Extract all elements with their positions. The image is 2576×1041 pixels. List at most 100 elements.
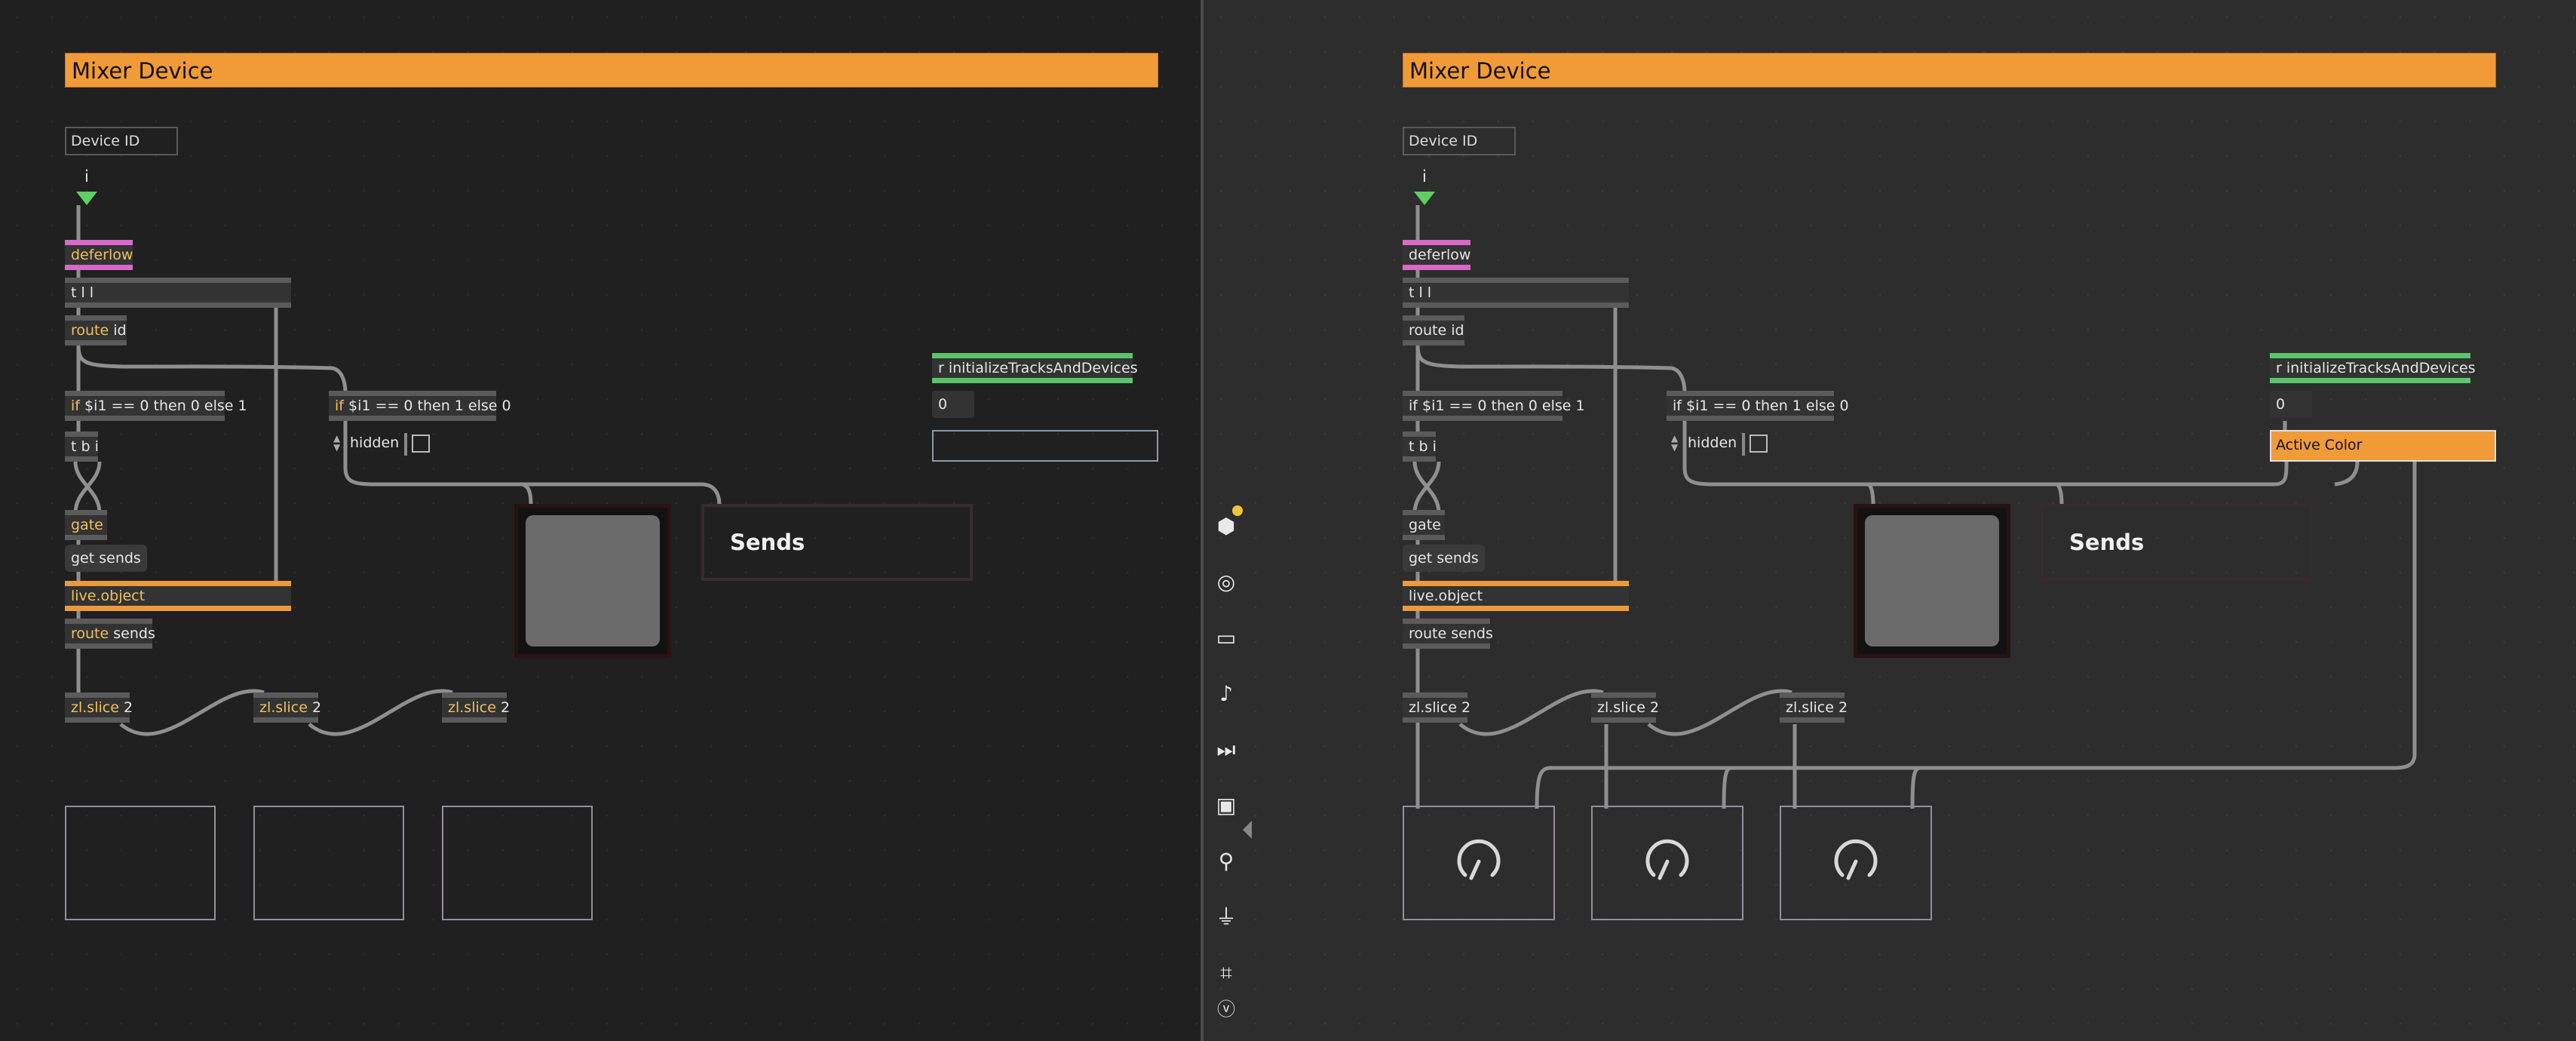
zl-slice-object-3[interactable]: zl.slice 2: [442, 692, 511, 723]
live-object[interactable]: live.object: [65, 581, 291, 611]
route-sends-object[interactable]: route sends: [65, 619, 155, 649]
info-icon[interactable]: ⓥ: [1217, 999, 1235, 1020]
trigger-ll-object[interactable]: t l l: [1403, 278, 1629, 308]
dial-placeholder-2[interactable]: [253, 806, 404, 920]
live-object[interactable]: live.object: [1403, 581, 1629, 611]
dial-placeholder-3[interactable]: [442, 806, 593, 920]
cord: [308, 689, 453, 736]
cord: [1647, 689, 1792, 736]
dial-knob-icon[interactable]: [1455, 837, 1503, 886]
send-dial-1[interactable]: [1403, 806, 1555, 920]
zl-arg: 2: [123, 699, 133, 716]
if-left-object[interactable]: if $i1 == 0 then 0 else 1: [65, 391, 247, 421]
cord: [2055, 482, 2064, 506]
get-sends-message[interactable]: get sends: [65, 545, 147, 572]
tab-arrows-icon: ▲▼: [1671, 433, 1679, 453]
route-keyword: route: [1409, 625, 1447, 642]
deferlow-text: deferlow: [1409, 247, 1471, 263]
zl-keyword: zl.slice: [1786, 699, 1834, 716]
hidden-toggle[interactable]: [1750, 435, 1768, 453]
receive-object[interactable]: r initializeTracksAndDevices: [2270, 353, 2476, 383]
zl-slice-object-2[interactable]: zl.slice 2: [1591, 692, 1660, 723]
sends-label-box[interactable]: Sends: [701, 504, 973, 581]
route-keyword: route: [71, 625, 109, 642]
dial-knob-icon[interactable]: [1832, 837, 1880, 886]
image-icon[interactable]: ▣: [1216, 793, 1237, 818]
tab-divider: [1742, 433, 1745, 456]
inlet-label: i: [84, 167, 89, 186]
background-panel[interactable]: [1854, 504, 2010, 658]
cord: [119, 689, 265, 736]
live-object-text: live.object: [71, 588, 146, 604]
gate-object[interactable]: gate: [1403, 510, 1445, 540]
trigger-ll-text: t l l: [1409, 284, 1432, 301]
patcher-sidebar: ⬢ ◎ ▭ ♪ ⏭ ▣ ⚲ ⏚ ⌗ ⓥ: [1204, 490, 1249, 1020]
zl-arg: 2: [1461, 699, 1471, 716]
background-panel[interactable]: [514, 504, 671, 658]
route-sends-object[interactable]: route sends: [1403, 619, 1493, 649]
zl-slice-object-2[interactable]: zl.slice 2: [253, 692, 321, 723]
deferlow-object[interactable]: deferlow: [65, 240, 133, 270]
inlet-arrow-icon[interactable]: [76, 192, 97, 205]
header-title: Mixer Device: [65, 53, 1158, 88]
deferlow-object[interactable]: deferlow: [1403, 240, 1470, 270]
cord: [76, 345, 348, 393]
sends-label-box[interactable]: Sends: [2041, 504, 2312, 581]
zl-slice-object-1[interactable]: zl.slice 2: [1403, 692, 1471, 723]
dial-knob-icon[interactable]: [1643, 837, 1691, 886]
zl-slice-object-3[interactable]: zl.slice 2: [1780, 692, 1848, 723]
target-icon[interactable]: ◎: [1216, 570, 1236, 594]
zl-keyword: zl.slice: [1597, 699, 1645, 716]
cord: [1910, 766, 1921, 809]
zl-arg: 2: [500, 699, 511, 716]
active-color-chooser[interactable]: Active Color: [2270, 430, 2496, 462]
trigger-bi-text: t b i: [1409, 438, 1437, 455]
inlet-arrow-icon[interactable]: [1414, 192, 1435, 205]
receive-object[interactable]: r initializeTracksAndDevices: [932, 353, 1138, 383]
if-right-object[interactable]: if $i1 == 0 then 1 else 0: [1667, 391, 1849, 421]
panel-fill: [526, 515, 660, 646]
header-title: Mixer Device: [1403, 53, 2496, 88]
step-forward-icon[interactable]: ⏭: [1216, 737, 1236, 762]
number-box[interactable]: 0: [2270, 391, 2312, 418]
cord: [1458, 689, 1604, 736]
device-id-comment: Device ID: [65, 127, 178, 155]
if-right-object[interactable]: if $i1 == 0 then 1 else 0: [329, 391, 511, 421]
trigger-ll-object[interactable]: t l l: [65, 278, 291, 308]
hidden-toggle[interactable]: [412, 435, 430, 453]
package-icon[interactable]: ⬢: [1216, 514, 1236, 539]
if-keyword: if: [71, 398, 80, 414]
route-id-object[interactable]: route id: [1403, 315, 1464, 345]
number-box[interactable]: 0: [932, 391, 974, 418]
route-id-object[interactable]: route id: [65, 315, 127, 345]
collapse-arrow-icon[interactable]: [1243, 821, 1252, 839]
tab-arrows-icon: ▲▼: [333, 433, 341, 453]
trigger-bi-text: t b i: [71, 438, 99, 455]
deferlow-text: deferlow: [71, 247, 133, 263]
device-icon[interactable]: ⌗: [1220, 960, 1232, 985]
gate-text: gate: [1409, 517, 1441, 533]
zl-slice-object-1[interactable]: zl.slice 2: [65, 692, 133, 723]
left-patcher-pane[interactable]: Mixer Device Device ID i deferlow t l l …: [0, 0, 1201, 1041]
send-dial-3[interactable]: [1780, 806, 1932, 920]
gate-object[interactable]: gate: [65, 510, 107, 540]
hidden-tab-label: hidden: [1688, 435, 1737, 451]
if-right-expression: $i1 == 0 then 1 else 0: [348, 398, 511, 414]
music-note-icon[interactable]: ♪: [1219, 681, 1233, 706]
paperclip-icon[interactable]: ⚲: [1218, 849, 1234, 874]
right-patcher-pane[interactable]: Mixer Device Device ID i deferlow t l l …: [1204, 0, 2576, 1041]
trigger-bi-object[interactable]: t b i: [1403, 431, 1437, 462]
route-id-arg: id: [113, 322, 127, 339]
dial-placeholder-1[interactable]: [65, 806, 216, 920]
cord: [520, 482, 722, 506]
get-sends-message[interactable]: get sends: [1403, 545, 1485, 572]
zl-arg: 2: [1649, 699, 1660, 716]
plug-icon[interactable]: ⏚: [1215, 904, 1237, 929]
color-chooser-empty[interactable]: [932, 430, 1158, 462]
if-left-object[interactable]: if $i1 == 0 then 0 else 1: [1403, 391, 1585, 421]
send-dial-2[interactable]: [1591, 806, 1743, 920]
trigger-bi-object[interactable]: t b i: [65, 431, 99, 462]
monitor-icon[interactable]: ▭: [1216, 625, 1237, 650]
pane-divider[interactable]: [1201, 0, 1204, 1041]
cord: [1412, 461, 1441, 514]
